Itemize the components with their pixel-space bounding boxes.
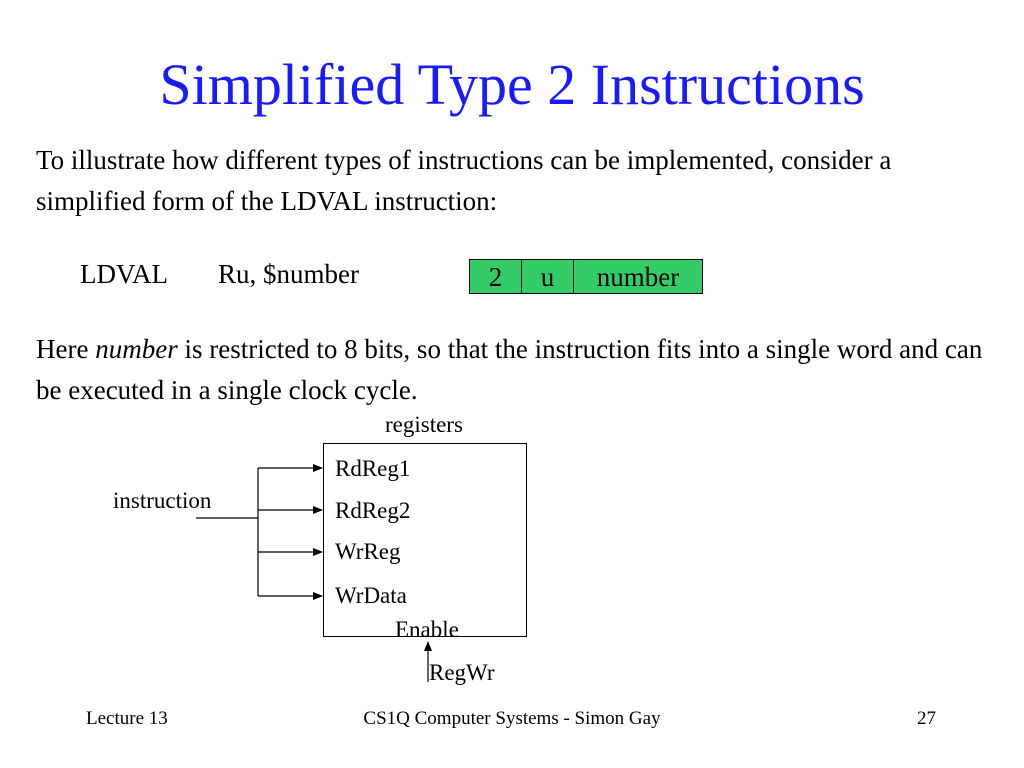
ldval-mnemonic: LDVAL (80, 259, 169, 289)
port-wrreg: WrReg (335, 539, 401, 564)
registers-label: registers (385, 412, 463, 437)
footer-lecture: Lecture 13 (86, 708, 168, 729)
regwr-label: RegWr (429, 660, 495, 685)
slide-title: Simplified Type 2 Instructions (159, 52, 865, 117)
footer-course: CS1Q Computer Systems - Simon Gay (363, 708, 661, 729)
port-rdreg2: RdReg2 (335, 498, 411, 523)
intro-paragraph: To illustrate how different types of ins… (36, 145, 892, 216)
restriction-text-end: is restricted to 8 bits, so that the ins… (36, 334, 983, 405)
register-file-box (323, 443, 527, 637)
port-wrdata: WrData (335, 583, 407, 608)
restriction-text-italic: number (95, 334, 178, 364)
instruction-label: instruction (113, 488, 212, 513)
port-rdreg1: RdReg1 (335, 456, 411, 481)
ldval-operands: Ru, $number (218, 259, 359, 289)
restriction-paragraph: Here number is restricted to 8 bits, so … (36, 329, 996, 411)
encoding-register-field: u (522, 260, 574, 293)
instruction-encoding: 2 u number (469, 259, 703, 294)
encoding-opcode-field: 2 (470, 260, 522, 293)
footer-page-number: 27 (917, 708, 936, 729)
restriction-text-start: Here (36, 334, 96, 364)
encoding-number-field: number (596, 262, 680, 292)
port-enable: Enable (395, 617, 459, 642)
